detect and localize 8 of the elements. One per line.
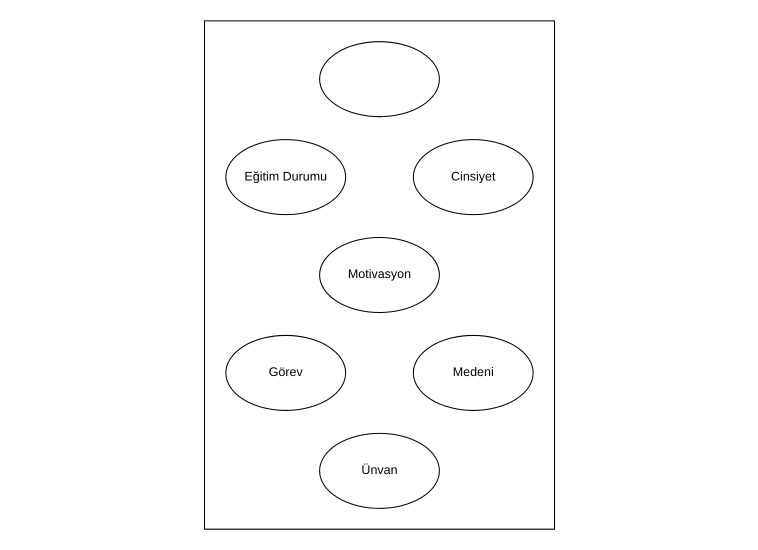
node-ellipse: Cinsiyet	[412, 139, 534, 216]
node-ellipse: Eğitim Durumu	[224, 139, 346, 216]
node-ellipse: Ünvan	[318, 432, 440, 509]
node-ellipse: Motivasyon	[318, 236, 440, 314]
node-ellipse: Görev	[224, 334, 346, 411]
node-ellipse: Medeni	[412, 334, 534, 411]
cluster	[203, 20, 555, 530]
node-ellipse	[318, 41, 440, 118]
